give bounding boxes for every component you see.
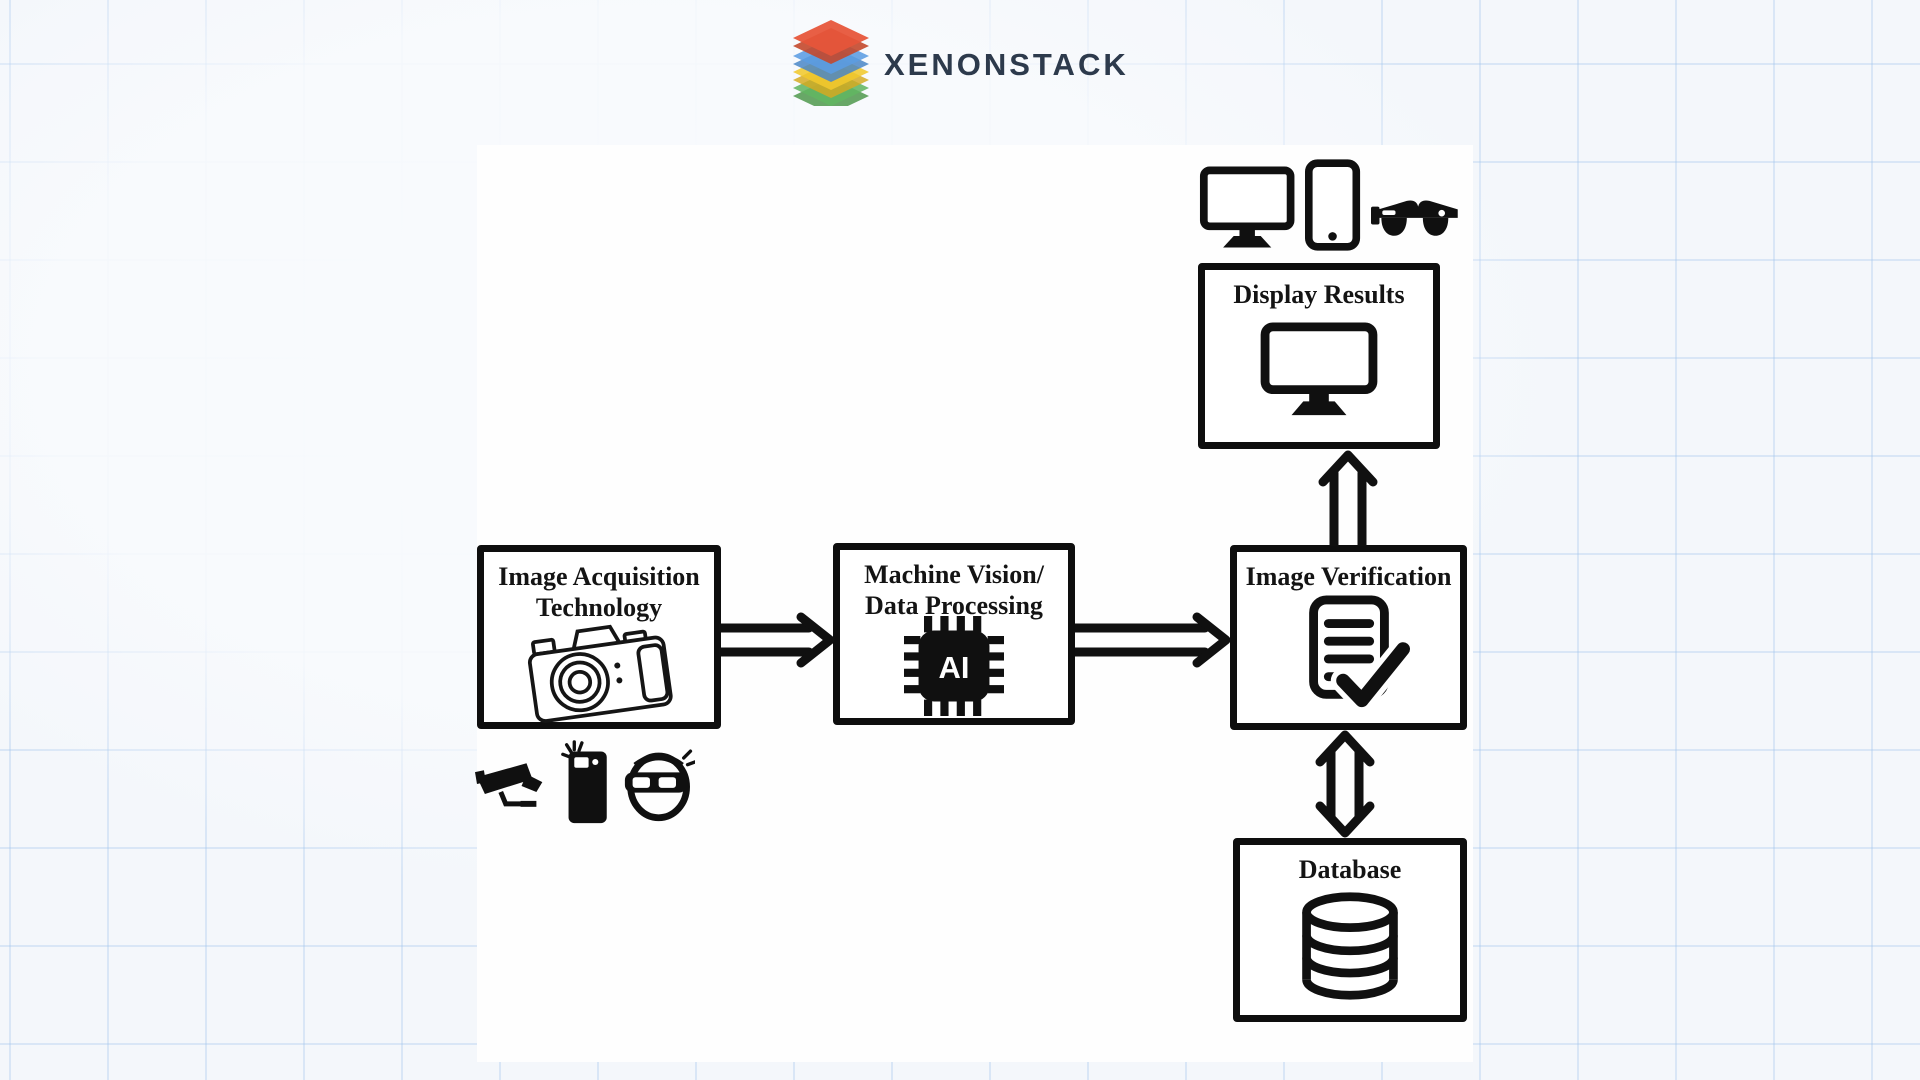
node-title: Display Results xyxy=(1233,280,1405,309)
node-display-results: Display Results xyxy=(1198,263,1440,449)
node-image-acquisition: Image Acquisition Technology xyxy=(477,545,721,729)
arrow-vision-to-verification xyxy=(1075,612,1231,668)
dslr-camera-icon xyxy=(484,623,714,723)
cctv-camera-icon xyxy=(475,763,543,807)
node-title: Image Acquisition Technology xyxy=(498,562,700,622)
ai-chip-icon: AI xyxy=(840,615,1068,718)
document-check-icon xyxy=(1237,592,1460,723)
smartphone-icon xyxy=(1305,159,1361,251)
arrow-acquisition-to-vision xyxy=(719,612,835,668)
node-image-verification: Image Verification xyxy=(1230,545,1467,730)
ar-headset-user-icon xyxy=(624,749,695,822)
database-cylinder-icon xyxy=(1240,885,1460,1015)
arrow-verification-to-display xyxy=(1318,450,1378,546)
monitor-icon xyxy=(1205,310,1433,442)
node-database: Database xyxy=(1233,838,1467,1022)
display-devices-icons xyxy=(1199,158,1461,252)
smart-glasses-icon xyxy=(1370,200,1458,236)
node-title: Database xyxy=(1298,855,1402,884)
node-machine-vision: Machine Vision/ Data Processing AI xyxy=(833,543,1075,725)
xenonstack-logo[interactable]: XENONSTACK xyxy=(788,16,1129,106)
node-title: Machine Vision/ Data Processing xyxy=(864,560,1044,620)
node-title: Image Verification xyxy=(1245,562,1452,591)
ai-chip-label: AI xyxy=(939,649,970,684)
layer-stack-icon xyxy=(793,20,869,106)
brand-name: XENONSTACK xyxy=(884,47,1129,82)
capture-sources-icons xyxy=(475,740,695,826)
monitor-icon xyxy=(1199,166,1295,248)
smartphone-camera-icon xyxy=(561,740,607,824)
arrow-verification-database-bidirectional xyxy=(1315,730,1375,838)
